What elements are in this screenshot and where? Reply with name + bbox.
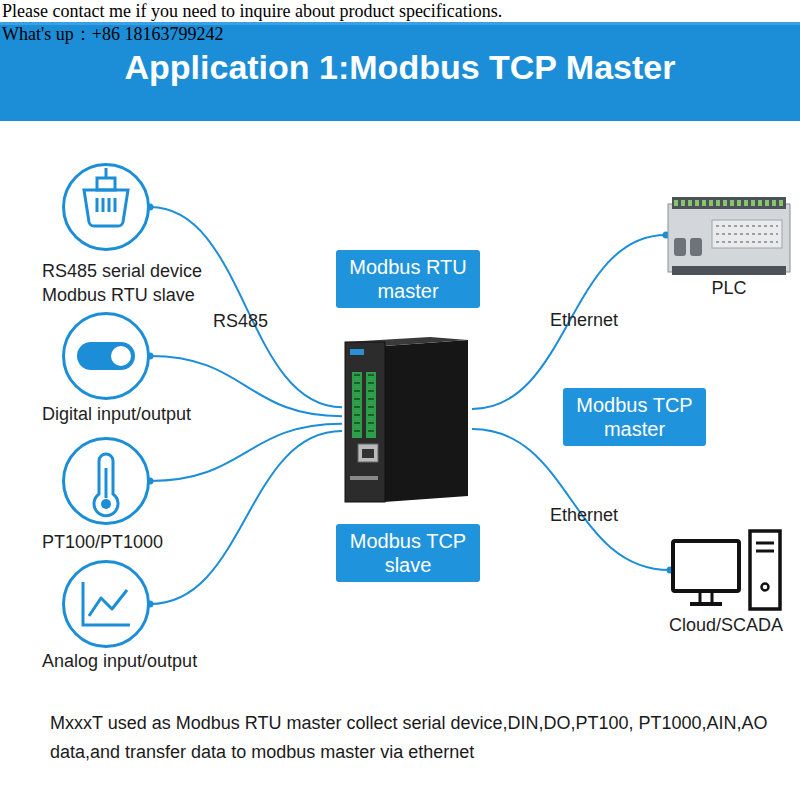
protocol-box: Modbus TCP master [563,388,706,446]
chart-line [89,590,127,616]
connector-pins [97,198,115,212]
terminal-block [366,372,376,438]
terminal-block [352,372,362,438]
thermometer-bulb [101,499,111,509]
connection-curve [150,424,342,481]
module-side [384,340,468,502]
thermometer-column [105,468,108,498]
equipment-node: Cloud/SCADA [670,528,782,612]
contact-note: What's up：+86 18163799242 [2,24,223,45]
terminal-screws [357,374,371,436]
connection-curve [150,431,342,604]
protocol-label: Modbus TCP slave [346,529,470,577]
plc-terminals [674,200,784,206]
icon-circle: PT100/PT1000 [62,437,150,525]
icon-circle-ring [64,562,149,647]
caption-text: MxxxT used as Modbus RTU master collect … [50,709,770,767]
connector-cable [105,168,108,178]
banner-title: Application 1:Modbus TCP Master [0,47,800,87]
link-label: RS485 [213,310,268,332]
connector-body [84,190,128,226]
thermometer-outline [94,454,118,516]
icon-circle-ring [64,165,149,250]
icon-circle: RS485 serial device Modbus RTU slave [62,163,150,251]
plc-body [668,204,790,272]
plc-terminal-strip [672,197,786,209]
module-strip [350,476,378,480]
title-banner [0,22,800,121]
protocol-label: Modbus RTU master [346,255,470,303]
icon-circle-outline [62,437,150,525]
pc-tower [750,531,780,609]
icon-label: PT100/PT1000 [42,530,227,554]
module-top [345,337,468,346]
tower-slots [756,543,774,551]
plc-port [690,238,702,256]
icon-circle: Digital input/output [62,312,150,400]
chart-axes [83,582,130,625]
power-button [762,584,769,591]
protocol-box: Modbus TCP slave [336,524,480,582]
protocol-box: Modbus RTU master [336,250,480,308]
plc-port [674,238,686,256]
monitor-stand [700,591,712,602]
ethernet-socket [362,449,374,458]
toggle-track [77,342,135,370]
link-label: Ethernet [550,309,618,331]
link-label: Ethernet [550,504,618,526]
icon-circle: Analog input/output [62,560,150,648]
icon-label: Digital input/output [42,402,227,426]
icon-label: Analog input/output [42,649,227,673]
icon-label: RS485 serial device Modbus RTU slave [42,259,227,307]
connection-dot [663,232,670,239]
plc-terminal-strip [672,266,786,275]
connection-curve [472,429,670,570]
icon-circle-outline [62,163,150,251]
connector-neck [97,178,115,190]
plc-panel [712,220,782,248]
monitor-base [690,602,722,606]
io-module [342,338,472,502]
equipment-node: PLC [666,195,792,275]
module-front [345,342,385,502]
module-logo [350,349,364,355]
connection-curve [150,207,342,407]
icon-circle-ring [64,439,149,524]
equipment-label: PLC [711,277,746,299]
icon-circle-outline [62,560,150,648]
toggle-knob [111,346,131,366]
contact-note: Please contact me if you need to inquire… [2,1,502,22]
monitor [673,541,739,591]
connection-dot [667,567,674,574]
icon-circle-ring [64,314,149,399]
connection-curve [472,235,666,409]
ethernet-port [358,444,378,462]
protocol-label: Modbus TCP master [573,393,696,441]
equipment-label: Cloud/SCADA [669,614,783,636]
icon-circle-outline [62,312,150,400]
plc-leds [716,226,778,242]
